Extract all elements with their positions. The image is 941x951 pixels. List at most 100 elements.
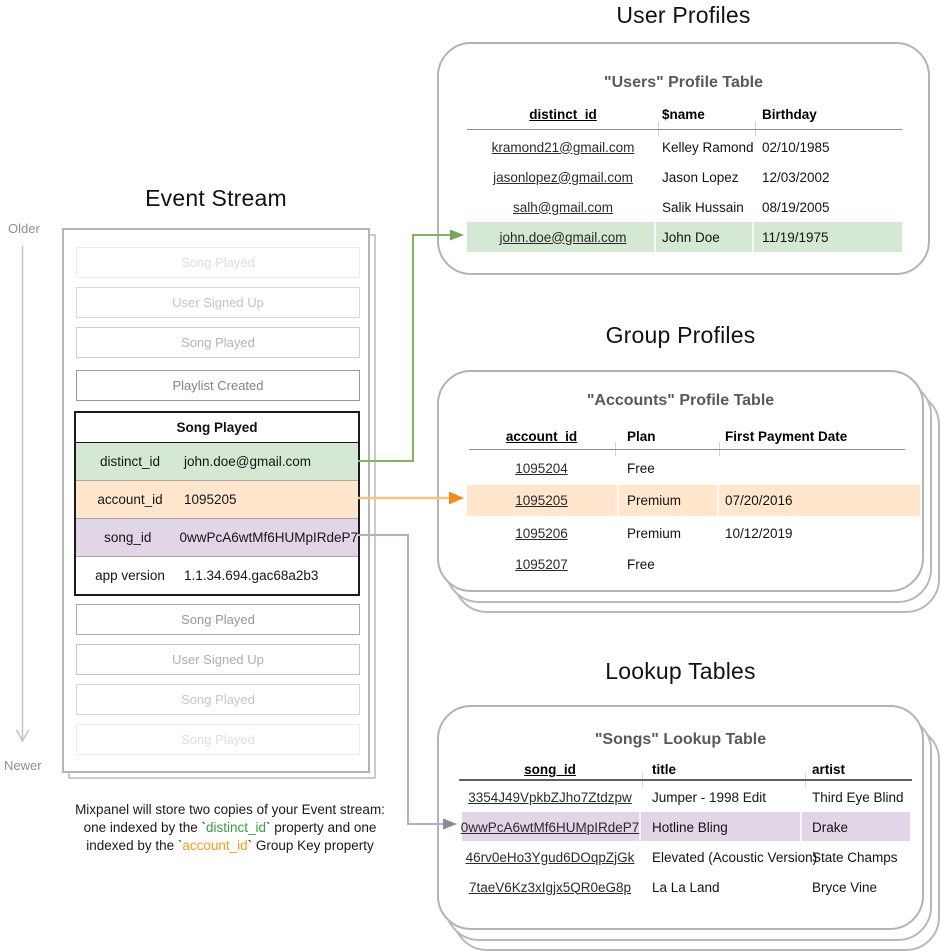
users-highlight-row: [467, 222, 902, 252]
accounts-table-row-highlighted: 1095205 Premium 07/20/2016: [469, 485, 902, 516]
accounts-col-plan: Plan: [627, 429, 656, 444]
highlight-gap: [717, 485, 719, 516]
songs-table-header: song_id title artist: [459, 757, 912, 777]
header-rule: [469, 449, 905, 450]
field-value: 0wwPcA6wtMf6HUMpIRdeP7: [179, 530, 358, 545]
songs-col-artist: artist: [812, 762, 846, 777]
timeline-older-label: Older: [8, 221, 40, 236]
cell-song-id: 0wwPcA6wtMf6HUMpIRdeP7: [460, 819, 640, 835]
cell-artist: State Champs: [812, 849, 898, 865]
cell-artist: Third Eye Blind: [812, 789, 904, 805]
event-label: Song Played: [181, 692, 255, 707]
accounts-col-first-payment: First Payment Date: [725, 429, 848, 444]
event-row: Song Played: [76, 604, 360, 635]
event-stream-container: Song Played User Signed Up Song Played P…: [62, 228, 370, 773]
accounts-table-header: account_id Plan First Payment Date: [469, 424, 902, 444]
timeline-arrow: [15, 246, 30, 743]
users-profile-card: "Users" Profile Table distinct_id $name …: [437, 42, 930, 275]
cell-birthday: 12/03/2002: [762, 169, 830, 185]
cell-name: Jason Lopez: [662, 169, 739, 185]
field-value: 1095205: [184, 492, 237, 507]
cell-artist: Bryce Vine: [812, 879, 878, 895]
accounts-profile-card: "Accounts" Profile Table account_id Plan…: [437, 370, 924, 592]
event-row: Song Played: [76, 327, 360, 358]
caption: Mixpanel will store two copies of your E…: [10, 801, 450, 855]
songs-lookup-card: "Songs" Lookup Table song_id title artis…: [437, 705, 924, 930]
songs-card-title: "Songs" Lookup Table: [594, 731, 767, 748]
highlight-gap: [800, 812, 802, 841]
field-value: john.doe@gmail.com: [184, 454, 312, 469]
caption-line3-pre: indexed by the `: [86, 837, 183, 853]
header-rule: [467, 129, 902, 130]
event-label: User Signed Up: [172, 652, 264, 667]
caption-account-id-code: account_id: [182, 837, 248, 853]
songs-table-row-highlighted: 0wwPcA6wtMf6HUMpIRdeP7 Hotline Bling Dra…: [459, 812, 912, 842]
songs-table-row: 7taeV6Kz3xIgjx5QR0eG8p La La Land Bryce …: [459, 872, 912, 902]
cell-birthday: 08/19/2005: [762, 199, 830, 215]
users-table-row: jasonlopez@gmail.com Jason Lopez 12/03/2…: [467, 162, 904, 192]
cell-song-id: 3354J49VpkbZJho7Ztdzpw: [468, 789, 632, 805]
cell-distinct-id: kramond21@gmail.com: [491, 139, 635, 155]
songs-col-song-id: song_id: [524, 762, 576, 777]
cell-distinct-id: jasonlopez@gmail.com: [493, 169, 633, 185]
cell-account-id: 1095204: [515, 461, 568, 476]
accounts-table-row: 1095204 Free: [469, 453, 902, 484]
event-row: User Signed Up: [76, 644, 360, 675]
cell-title: La La Land: [652, 879, 720, 895]
accounts-highlight-row: [467, 485, 920, 516]
cell-song-id: 7taeV6Kz3xIgjx5QR0eG8p: [468, 879, 632, 895]
field-key: app version: [95, 568, 165, 583]
cell-first-payment: 07/20/2016: [725, 493, 793, 508]
caption-line3-post: ` Group Key property: [247, 837, 374, 853]
lookup-tables-title: Lookup Tables: [605, 658, 756, 684]
header-rule: [459, 779, 912, 781]
cell-song-id: 46rv0eHo3Ygud6DOqpZjGk: [465, 849, 635, 865]
expanded-event-title: Song Played: [76, 413, 358, 443]
event-field-distinct-id: distinct_id john.doe@gmail.com: [76, 443, 358, 480]
highlight-gap: [617, 485, 619, 516]
field-key: account_id: [97, 492, 163, 507]
songs-table-row: 3354J49VpkbZJho7Ztdzpw Jumper - 1998 Edi…: [459, 782, 912, 812]
caption-line2-pre: one indexed by the `: [83, 819, 206, 835]
songs-col-title: title: [652, 762, 677, 777]
cell-name: John Doe: [662, 229, 720, 245]
cell-birthday: 02/10/1985: [762, 139, 830, 155]
cell-distinct-id: salh@gmail.com: [513, 199, 613, 215]
caption-line1: Mixpanel will store two copies of your E…: [75, 802, 385, 817]
cell-account-id: 1095206: [515, 526, 568, 541]
cell-plan: Free: [627, 461, 655, 476]
event-field-song-id: song_id 0wwPcA6wtMf6HUMpIRdeP7: [76, 518, 358, 556]
event-row: Song Played: [76, 247, 360, 278]
users-table-header: distinct_id $name Birthday: [467, 102, 904, 122]
cell-title: Elevated (Acoustic Version): [652, 849, 818, 865]
users-card-title: "Users" Profile Table: [604, 74, 763, 91]
users-table-row-highlighted: john.doe@gmail.com John Doe 11/19/1975: [467, 222, 904, 252]
cell-distinct-id: john.doe@gmail.com: [499, 229, 627, 245]
event-label: Song Played: [181, 732, 255, 747]
event-field-app-version: app version 1.1.34.694.gac68a2b3: [76, 556, 358, 594]
event-row: Playlist Created: [76, 370, 360, 401]
user-profiles-title: User Profiles: [616, 2, 751, 28]
cell-account-id: 1095205: [515, 493, 568, 508]
highlight-gap: [654, 222, 656, 252]
caption-line2-post: ` property and one: [266, 819, 377, 835]
event-field-account-id: account_id 1095205: [76, 480, 358, 518]
timeline-newer-label: Newer: [4, 758, 42, 773]
field-key: song_id: [104, 530, 152, 545]
accounts-table-row: 1095206 Premium 10/12/2019: [469, 518, 902, 549]
event-label: User Signed Up: [172, 295, 264, 310]
users-table-row: kramond21@gmail.com Kelley Ramond 02/10/…: [467, 132, 904, 162]
field-key: distinct_id: [99, 454, 161, 469]
field-value: 1.1.34.694.gac68a2b3: [184, 568, 319, 583]
cell-title: Jumper - 1998 Edit: [652, 789, 767, 805]
accounts-col-account-id: account_id: [505, 429, 578, 444]
cell-account-id: 1095207: [515, 557, 568, 572]
highlight-gap: [752, 222, 754, 252]
cell-plan: Premium: [627, 493, 682, 508]
cell-plan: Free: [627, 557, 655, 572]
accounts-table-row: 1095207 Free: [469, 549, 902, 580]
event-row: Song Played: [76, 724, 360, 755]
event-label: Song Played: [181, 255, 255, 270]
cell-title: Hotline Bling: [652, 819, 728, 835]
songs-highlight-row: [462, 812, 910, 841]
